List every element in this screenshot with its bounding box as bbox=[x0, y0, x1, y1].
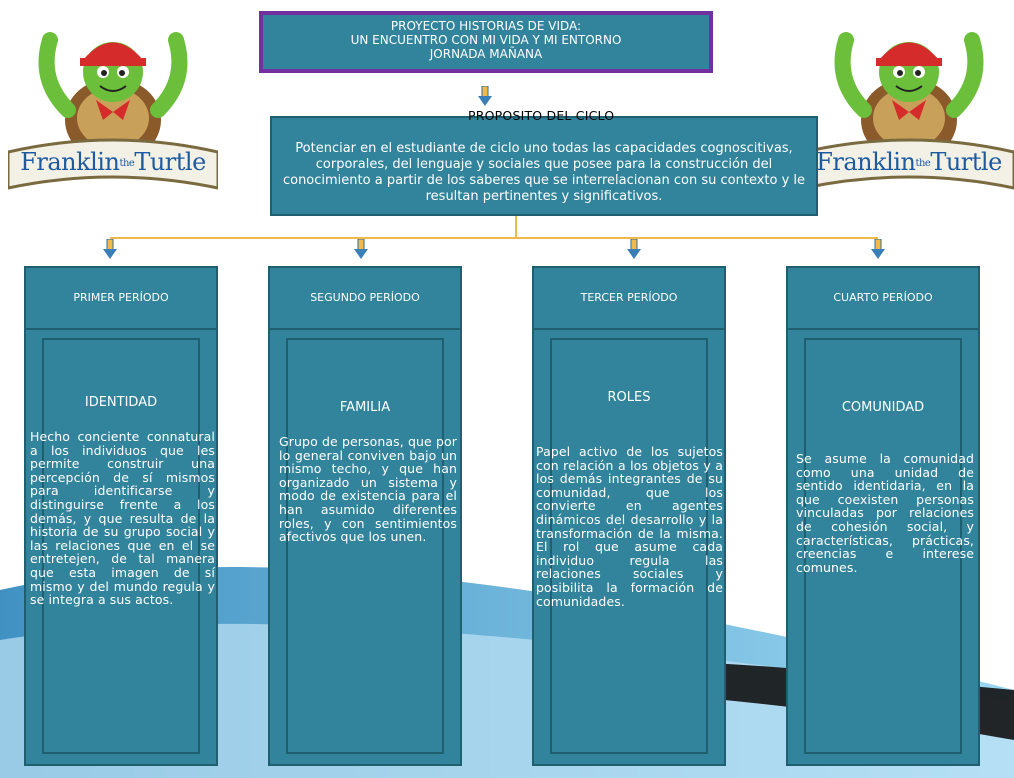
turtle-mascot-icon bbox=[802, 32, 1014, 190]
period-description: Papel activo de los sujetos con relación… bbox=[536, 444, 723, 609]
period-content-frame bbox=[42, 338, 200, 754]
franklin-logo-right: FranklintheTurtle bbox=[802, 20, 1014, 200]
period-column-1: PRIMER PERÍODO IDENTIDAD Hecho conciente… bbox=[24, 266, 218, 766]
title-line-2: UN ENCUENTRO CON MI VIDA Y MI ENTORNO bbox=[350, 33, 622, 47]
period-content-frame bbox=[804, 338, 962, 754]
period-description: Grupo de personas, que por lo general co… bbox=[279, 434, 457, 545]
down-arrow-icon bbox=[478, 86, 492, 106]
purpose-heading: PROPOSITO DEL CICLO bbox=[468, 108, 615, 123]
period-title: ROLES bbox=[607, 390, 651, 405]
period-title: IDENTIDAD bbox=[84, 395, 158, 410]
down-arrow-icon bbox=[354, 239, 368, 259]
title-line-3: JORNADA MAÑANA bbox=[429, 47, 543, 61]
project-title-box: PROYECTO HISTORIAS DE VIDA: UN ENCUENTRO… bbox=[259, 11, 713, 73]
period-content-frame bbox=[286, 338, 444, 754]
period-column-4: CUARTO PERÍODO COMUNIDAD Se asume la com… bbox=[786, 266, 980, 766]
period-header: CUARTO PERÍODO bbox=[788, 268, 978, 330]
period-title: COMUNIDAD bbox=[841, 400, 925, 415]
period-content-frame bbox=[550, 338, 708, 754]
logo-text-right: FranklintheTurtle bbox=[816, 148, 1002, 176]
down-arrow-icon bbox=[103, 239, 117, 259]
franklin-logo-left: FranklintheTurtle bbox=[6, 20, 220, 200]
logo-text-left: FranklintheTurtle bbox=[20, 148, 206, 176]
period-column-2: SEGUNDO PERÍODO FAMILIA Grupo de persona… bbox=[268, 266, 462, 766]
down-arrow-icon bbox=[627, 239, 641, 259]
connector-horizontal bbox=[110, 237, 878, 239]
down-arrow-icon bbox=[871, 239, 885, 259]
period-header: TERCER PERÍODO bbox=[534, 268, 724, 330]
period-header: SEGUNDO PERÍODO bbox=[270, 268, 460, 330]
period-description: Se asume la comunidad como una unidad de… bbox=[796, 451, 974, 575]
title-line-1: PROYECTO HISTORIAS DE VIDA: bbox=[390, 19, 582, 33]
period-column-3: TERCER PERÍODO ROLES Papel activo de los… bbox=[532, 266, 726, 766]
connector-vertical bbox=[515, 216, 517, 238]
period-description: Hecho conciente connatural a los individ… bbox=[30, 429, 215, 608]
period-title: FAMILIA bbox=[339, 400, 391, 415]
turtle-mascot-icon bbox=[6, 32, 220, 190]
purpose-box: Potenciar en el estudiante de ciclo uno … bbox=[270, 116, 818, 216]
purpose-text: Potenciar en el estudiante de ciclo uno … bbox=[282, 141, 806, 204]
period-header: PRIMER PERÍODO bbox=[26, 268, 216, 330]
